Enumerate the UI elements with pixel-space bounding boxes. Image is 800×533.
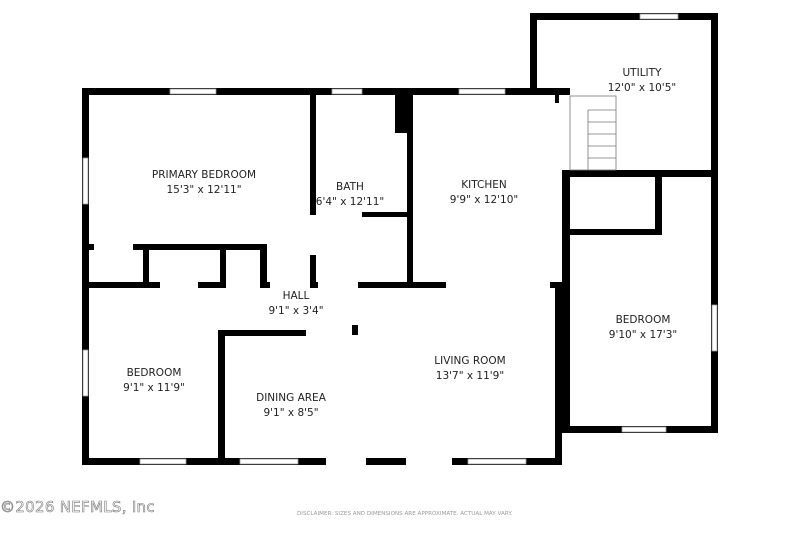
room-label-hall: HALL 9'1" x 3'4" bbox=[268, 289, 323, 319]
room-label-bedroom-3: BEDROOM 9'10" x 17'3" bbox=[609, 313, 677, 343]
wall bbox=[218, 330, 225, 465]
wall bbox=[655, 172, 662, 235]
room-size: 9'1" x 3'4" bbox=[268, 305, 324, 317]
wall bbox=[362, 212, 410, 217]
room-label-kitchen: KITCHEN 9'9" x 12'10" bbox=[450, 178, 518, 208]
window bbox=[139, 458, 187, 465]
windows bbox=[82, 13, 718, 465]
wall bbox=[143, 244, 149, 285]
window bbox=[169, 88, 217, 95]
room-name: BEDROOM bbox=[615, 314, 671, 326]
room-label-bedroom-2: BEDROOM 9'1" x 11'9" bbox=[123, 366, 185, 396]
window bbox=[639, 13, 679, 20]
room-size: 9'1" x 8'5" bbox=[263, 407, 319, 419]
room-size: 12'0" x 10'5" bbox=[607, 82, 677, 94]
wall bbox=[260, 282, 270, 288]
wall bbox=[82, 88, 537, 95]
wall bbox=[407, 95, 413, 285]
room-name: BATH bbox=[336, 181, 364, 193]
room-name: PRIMARY BEDROOM bbox=[151, 169, 257, 181]
wall bbox=[310, 95, 316, 215]
wall bbox=[310, 282, 318, 288]
wall bbox=[537, 88, 570, 95]
room-name: HALL bbox=[282, 290, 310, 302]
wall bbox=[89, 244, 94, 250]
wall bbox=[133, 244, 267, 250]
wall bbox=[530, 13, 537, 95]
room-name: LIVING ROOM bbox=[434, 355, 506, 367]
openings bbox=[326, 458, 452, 465]
stairs bbox=[569, 95, 617, 171]
wall bbox=[555, 283, 562, 465]
room-size: 9'1" x 11'9" bbox=[123, 382, 185, 394]
walls bbox=[82, 13, 718, 465]
room-label-primary-bedroom: PRIMARY BEDROOM 15'3" x 12'11" bbox=[152, 168, 256, 198]
wall bbox=[310, 255, 316, 285]
wall bbox=[260, 244, 267, 285]
room-name: BEDROOM bbox=[126, 367, 182, 379]
room-label-utility: UTILITY 12'0" x 10'5" bbox=[608, 66, 676, 96]
room-size: 15'3" x 12'11" bbox=[166, 184, 242, 196]
wall bbox=[82, 458, 562, 465]
wall bbox=[711, 13, 718, 433]
window bbox=[82, 349, 89, 397]
room-label-dining-area: DINING AREA 9'1" x 8'5" bbox=[256, 391, 326, 421]
wall bbox=[555, 95, 559, 103]
room-label-bath: BATH 6'4" x 12'11" bbox=[316, 180, 384, 210]
room-label-living-room: LIVING ROOM 13'7" x 11'9" bbox=[434, 354, 505, 384]
copyright-watermark: ©2026 NEFMLS, Inc bbox=[0, 498, 155, 517]
disclaimer: DISCLAIMER: SIZES AND DIMENSIONS ARE APP… bbox=[297, 511, 513, 517]
wall bbox=[198, 282, 226, 288]
room-name: DINING AREA bbox=[256, 392, 326, 404]
wall bbox=[570, 229, 662, 235]
room-size: 9'9" x 12'10" bbox=[449, 194, 519, 206]
wall bbox=[562, 170, 718, 177]
window bbox=[458, 88, 506, 95]
window bbox=[82, 157, 89, 205]
window bbox=[621, 426, 667, 433]
window bbox=[239, 458, 299, 465]
wall bbox=[218, 330, 306, 336]
wall bbox=[530, 13, 718, 20]
room-name: UTILITY bbox=[622, 67, 662, 79]
wall bbox=[550, 282, 562, 288]
window bbox=[711, 304, 718, 352]
wall bbox=[352, 325, 358, 335]
wall bbox=[220, 244, 226, 285]
room-name: KITCHEN bbox=[461, 179, 507, 191]
wall bbox=[358, 282, 446, 288]
room-size: 6'4" x 12'11" bbox=[315, 196, 385, 208]
window bbox=[331, 88, 363, 95]
room-size: 9'10" x 17'3" bbox=[608, 329, 678, 341]
wall bbox=[562, 170, 570, 433]
room-size: 13'7" x 11'9" bbox=[435, 370, 505, 382]
wall bbox=[82, 88, 89, 465]
wall bbox=[89, 282, 160, 288]
window bbox=[467, 458, 527, 465]
